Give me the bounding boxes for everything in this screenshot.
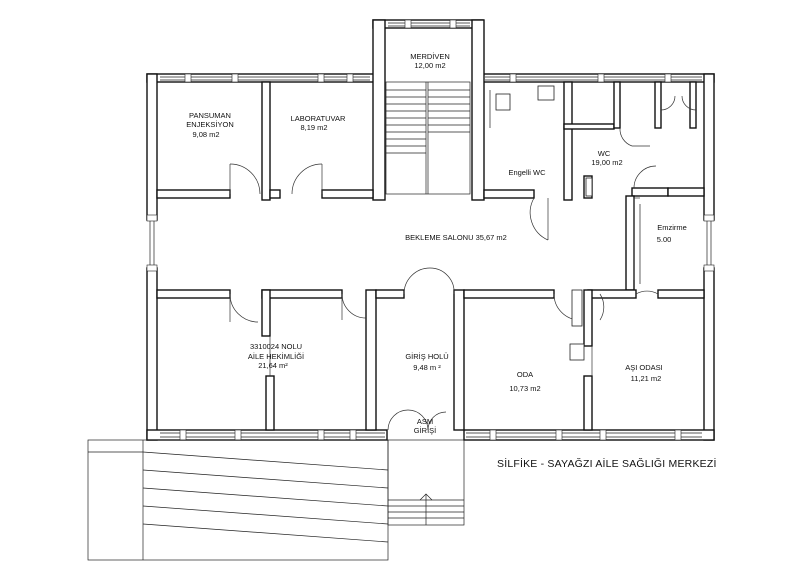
- entrance-label-line1: ASM: [417, 417, 433, 426]
- room-wc-area: 19,00 m2: [591, 158, 622, 167]
- room-hekimlik-line2: AİLE HEKİMLİĞİ: [248, 352, 304, 361]
- room-asi-odasi-name: AŞI ODASI: [625, 363, 663, 372]
- room-pansuman-area: 9,08 m2: [192, 130, 219, 139]
- room-wc-name: WC: [598, 149, 611, 158]
- room-laboratuvar-area: 8,19 m2: [300, 123, 327, 132]
- room-merdiven-name: MERDİVEN: [410, 52, 450, 61]
- room-emzirme-name: Emzirme: [657, 223, 687, 232]
- room-laboratuvar-name: LABORATUVAR: [291, 114, 346, 123]
- room-pansuman-line1: PANSUMAN: [189, 111, 231, 120]
- room-merdiven-area: 12,00 m2: [414, 61, 445, 70]
- entrance-ramp: [87, 439, 465, 561]
- entrance-label-line2: GİRİŞİ: [414, 426, 437, 435]
- room-bekleme-name: BEKLEME SALONU 35,67 m2: [405, 233, 507, 242]
- fixtures: [489, 85, 641, 361]
- room-giris-holu-area: 9,48 m ²: [413, 363, 441, 372]
- windows: [146, 19, 715, 441]
- room-giris-holu-name: GİRİŞ HOLÜ: [405, 352, 448, 361]
- room-engelli-wc-name: Engelli WC: [508, 168, 546, 177]
- plan-title: SİLFİKE - SAYAĞZI AİLE SAĞLIĞI MERKEZİ: [497, 457, 717, 470]
- room-oda-name: ODA: [517, 370, 533, 379]
- room-hekimlik-area: 21,64 m²: [258, 361, 288, 370]
- room-pansuman-line2: ENJEKSİYON: [186, 120, 234, 129]
- interior-walls: [156, 81, 705, 431]
- room-oda-area: 10,73 m2: [509, 384, 540, 393]
- room-labels: MERDİVEN 12,00 m2 PANSUMAN ENJEKSİYON 9,…: [186, 52, 716, 470]
- staircase: [385, 81, 471, 195]
- doors: [229, 95, 697, 431]
- room-emzirme-area: 5.00: [657, 235, 672, 244]
- room-asi-odasi-area: 11,21 m2: [631, 374, 662, 383]
- room-hekimlik-line1: 3310024 NOLU: [250, 342, 302, 351]
